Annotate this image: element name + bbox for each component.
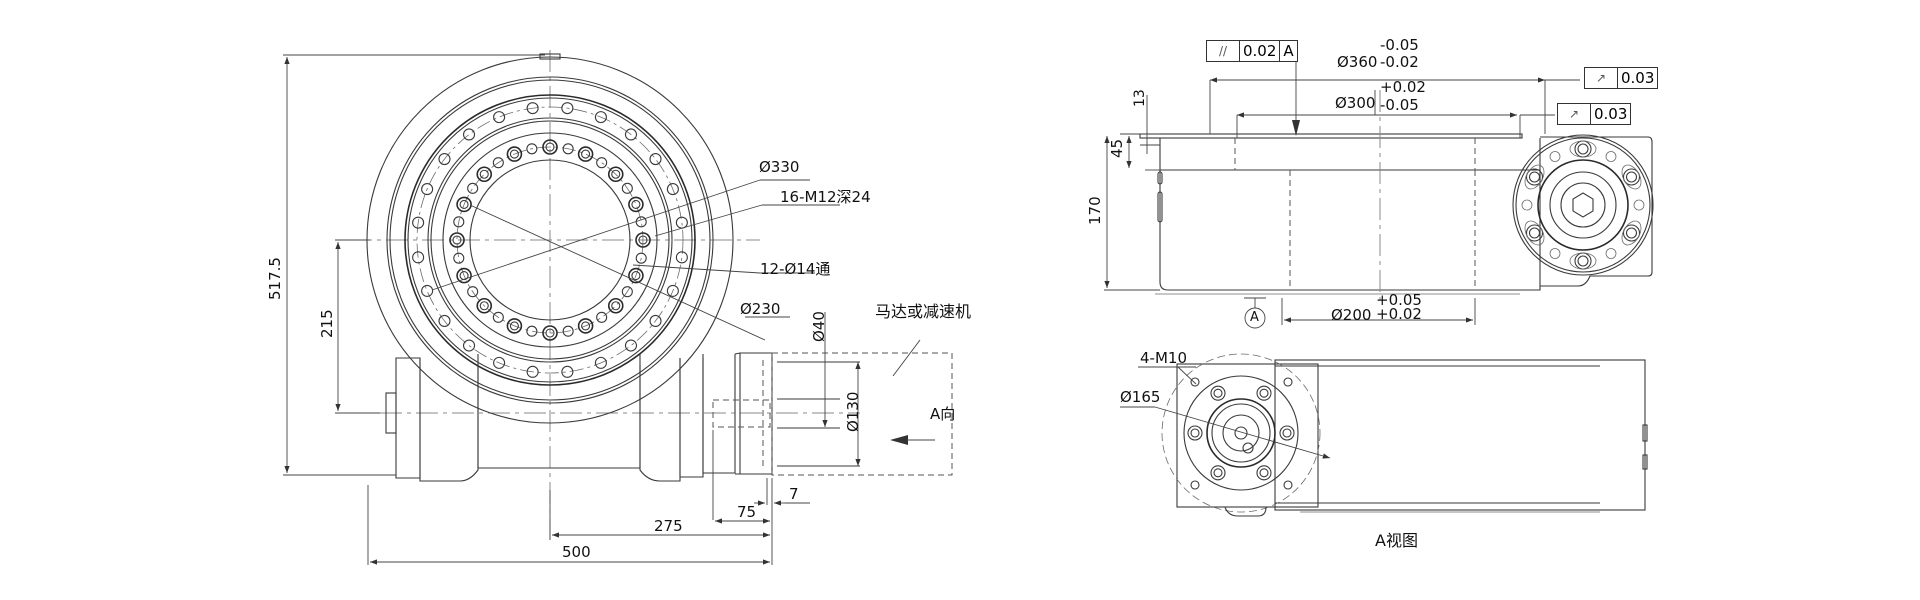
- a-view: [1120, 353, 1648, 517]
- d300-main: Ø300: [1335, 94, 1376, 112]
- dim-d330: Ø330: [759, 158, 800, 176]
- dim-75: 75: [737, 503, 757, 521]
- flange-bolts: [1187, 377, 1295, 490]
- dim-500: 500: [562, 543, 591, 561]
- dim-d230: Ø230: [740, 300, 781, 318]
- a-view-title: A视图: [1375, 531, 1418, 550]
- d300-lower-tol: -0.05: [1380, 96, 1419, 114]
- inner-bolt-holes: [449, 139, 651, 341]
- d360-upper-tol: -0.05: [1380, 36, 1419, 54]
- d200-main: Ø200: [1331, 306, 1372, 324]
- dim-7: 7: [789, 485, 799, 503]
- a-direction-label: A向: [930, 405, 956, 423]
- tolerance-value: 0.03: [1594, 105, 1628, 123]
- parallelism-icon: //: [1207, 41, 1240, 61]
- d200-lower-tol: +0.02: [1376, 305, 1422, 323]
- parallelism-tolerance-frame: // 0.02 A: [1206, 40, 1298, 62]
- runout-icon: ↗: [1558, 104, 1591, 124]
- dim-275: 275: [654, 517, 683, 535]
- runout-tolerance-frame-1: ↗ 0.03: [1584, 67, 1659, 89]
- dim-13: 13: [1132, 89, 1148, 107]
- dim-215: 215: [318, 309, 336, 338]
- front-view: [283, 50, 953, 565]
- worm-end-bolts: [1521, 140, 1645, 270]
- runout-tolerance-frame-2: ↗ 0.03: [1557, 103, 1632, 125]
- d360-main: Ø360: [1337, 53, 1378, 71]
- dim-d130: Ø130: [844, 391, 862, 432]
- d300-upper-tol: +0.02: [1380, 78, 1426, 96]
- tolerance-datum: A: [1283, 42, 1294, 60]
- side-view: [1104, 60, 1654, 329]
- d200-upper-tol: +0.05: [1376, 291, 1422, 309]
- datum-a-label: A: [1250, 310, 1259, 325]
- dim-d40: Ø40: [810, 311, 828, 342]
- dim-170: 170: [1086, 196, 1104, 225]
- outer-bolt-holes: [412, 102, 688, 378]
- runout-icon: ↗: [1585, 68, 1618, 88]
- dim-517-5: 517.5: [266, 257, 284, 300]
- d360-lower-tol: -0.02: [1380, 53, 1419, 71]
- tolerance-value: 0.02: [1240, 41, 1281, 61]
- motor-label: 马达或减速机: [875, 302, 972, 321]
- dim-4-m10: 4-M10: [1140, 349, 1187, 367]
- dim-d165: Ø165: [1120, 388, 1161, 406]
- dim-45: 45: [1108, 138, 1126, 158]
- dim-12-d14: 12-Ø14通: [760, 260, 831, 278]
- dim-16-m12: 16-M12深24: [780, 188, 871, 206]
- tolerance-value: 0.03: [1621, 69, 1655, 87]
